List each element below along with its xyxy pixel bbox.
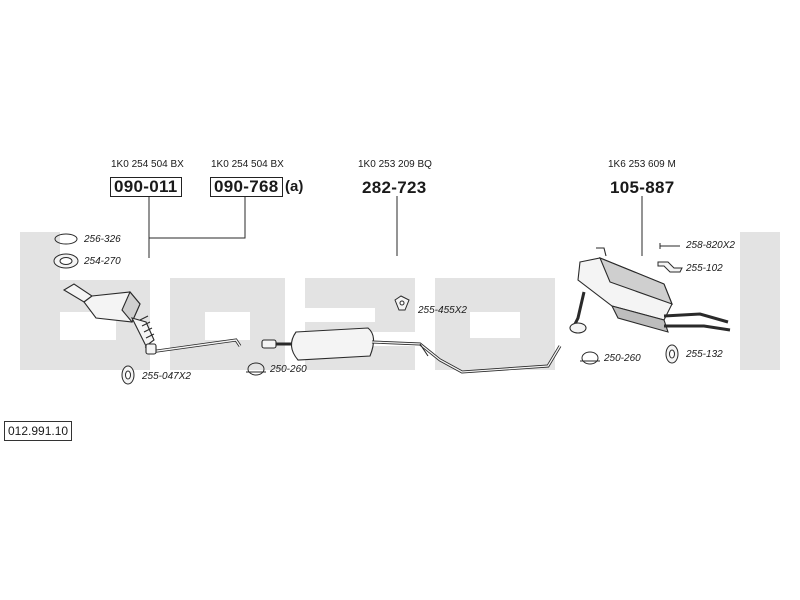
pipe-clamp-rear bbox=[580, 351, 600, 365]
catalytic-converter bbox=[62, 283, 242, 355]
accessory-rear-bracket-label: 255-102 bbox=[686, 263, 723, 274]
flange-clamp bbox=[53, 253, 79, 269]
accessory-rear-hanger-label: 255-132 bbox=[686, 349, 723, 360]
accessory-clamp-rear-label: 250-260 bbox=[604, 353, 641, 364]
accessory-front-hanger-label: 255-047X2 bbox=[142, 371, 191, 382]
oem-number-4: 1K6 253 609 M bbox=[608, 159, 676, 170]
accessory-bolt-label: 258-820X2 bbox=[686, 240, 735, 251]
bolt-icon bbox=[659, 243, 680, 249]
part-number-2: 090-768 bbox=[210, 177, 283, 197]
oem-number-3: 1K0 253 209 BQ bbox=[358, 159, 432, 170]
accessory-flange-clamp-label: 254-270 bbox=[84, 256, 121, 267]
part-number-1: 090-011 bbox=[110, 177, 182, 197]
diagram-reference-number: 012.991.10 bbox=[4, 421, 73, 441]
gasket-ring bbox=[54, 233, 78, 245]
pipe-clamp-front bbox=[246, 362, 266, 376]
rubber-hanger-rear bbox=[665, 344, 679, 364]
accessory-mid-hanger-label: 255-455X2 bbox=[418, 305, 467, 316]
part-number-4: 105-887 bbox=[610, 178, 675, 197]
accessory-gasket-label: 256-326 bbox=[84, 234, 121, 245]
leader-line bbox=[149, 196, 246, 239]
accessory-clamp-front-label: 250-260 bbox=[270, 364, 307, 375]
rear-silencer bbox=[569, 247, 731, 334]
rubber-hanger-mid bbox=[394, 295, 410, 311]
oem-number-2: 1K0 254 504 BX bbox=[211, 159, 284, 170]
oem-number-1: 1K0 254 504 BX bbox=[111, 159, 184, 170]
middle-silencer bbox=[261, 327, 562, 374]
rear-bracket bbox=[657, 261, 683, 273]
part-number-3: 282-723 bbox=[362, 178, 427, 197]
part-variant-suffix: (a) bbox=[285, 178, 304, 195]
rubber-hanger-front bbox=[121, 365, 135, 385]
